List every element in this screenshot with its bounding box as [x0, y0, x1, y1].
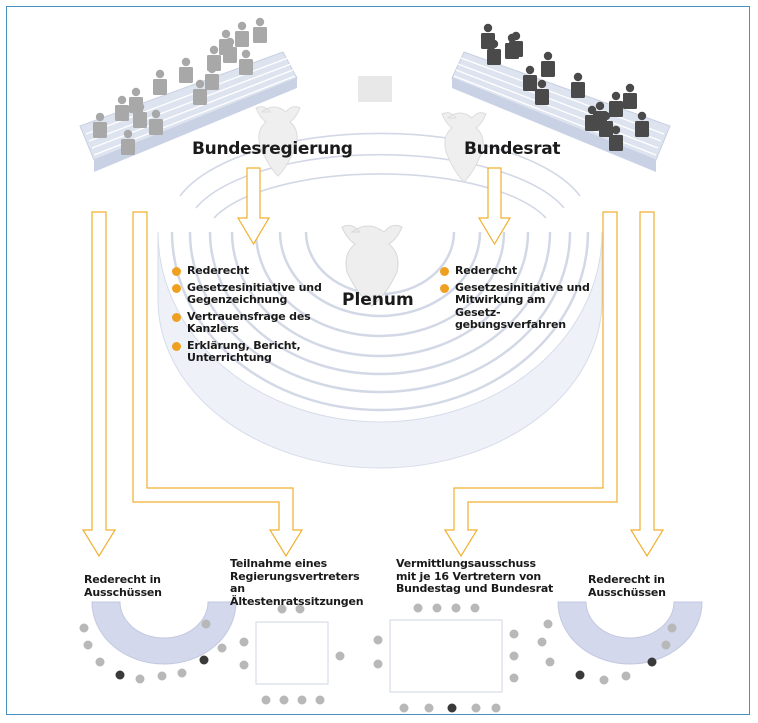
- bullet-icon: [440, 283, 449, 293]
- speaker-desk: [358, 76, 392, 102]
- list-item: Gesetzesinitiative und Gegenzeichnung: [172, 281, 332, 307]
- arrow-gov-to-left-committee: [81, 211, 117, 558]
- arrow-council-to-right-committee: [629, 211, 665, 558]
- council-rights-list: Rederecht Gesetzesinitiative und Mitwirk…: [440, 264, 590, 336]
- government-rights-list: Rederecht Gesetzesinitiative und Gegenze…: [172, 264, 332, 369]
- arrow-gov-to-plenum: [236, 167, 271, 246]
- bullet-icon: [172, 312, 181, 322]
- arrow-council-to-mediation: [443, 211, 618, 558]
- list-item: Rederecht: [440, 264, 590, 278]
- mediation-committee-label: Vermittlungsausschuss mit je 16 Vertrete…: [396, 557, 554, 595]
- eagle-icon-center: [341, 224, 403, 307]
- person-icon: [523, 65, 537, 91]
- left-committee-table: [79, 601, 237, 684]
- arrow-council-to-plenum: [477, 167, 512, 246]
- person-icon: [253, 17, 267, 43]
- council-title: Bundesrat: [464, 139, 561, 159]
- left-committee-label: Rederecht in Ausschüssen: [84, 573, 162, 599]
- person-icon: [179, 57, 193, 83]
- elders-council-table: [239, 604, 345, 705]
- eagle-icon-right: [441, 112, 487, 183]
- bullet-icon: [172, 267, 181, 276]
- person-icon: [623, 83, 637, 109]
- person-icon: [153, 69, 167, 95]
- bullet-icon: [440, 267, 449, 276]
- person-icon: [239, 49, 253, 75]
- person-icon: [609, 91, 623, 117]
- list-item: Rederecht: [172, 264, 332, 278]
- right-committee-table: [537, 601, 703, 685]
- government-title: Bundesregierung: [192, 139, 353, 159]
- person-icon: [541, 51, 555, 77]
- list-item: Gesetzesinitiative und Mitwirkung am Ges…: [440, 281, 590, 332]
- list-item: Erklärung, Bericht, Unterrichtung: [172, 339, 332, 365]
- bullet-icon: [172, 283, 181, 293]
- council-tribune: [451, 23, 671, 172]
- arrow-gov-to-elders: [132, 211, 304, 558]
- list-item: Vertrauensfrage des Kanzlers: [172, 310, 332, 336]
- right-committee-label: Rederecht in Ausschüssen: [588, 573, 666, 599]
- bullet-icon: [172, 341, 181, 351]
- person-icon: [571, 72, 585, 98]
- elders-council-label: Teilnahme eines Regierungsvertreters an …: [230, 557, 364, 608]
- person-icon: [129, 87, 143, 113]
- plenum-title: Plenum: [342, 290, 414, 310]
- person-icon: [235, 21, 249, 47]
- eagle-icon-left: [255, 106, 301, 177]
- arrows: [81, 167, 665, 558]
- mediation-committee-table: [373, 603, 519, 713]
- person-icon: [115, 95, 129, 121]
- government-tribune: [79, 17, 298, 172]
